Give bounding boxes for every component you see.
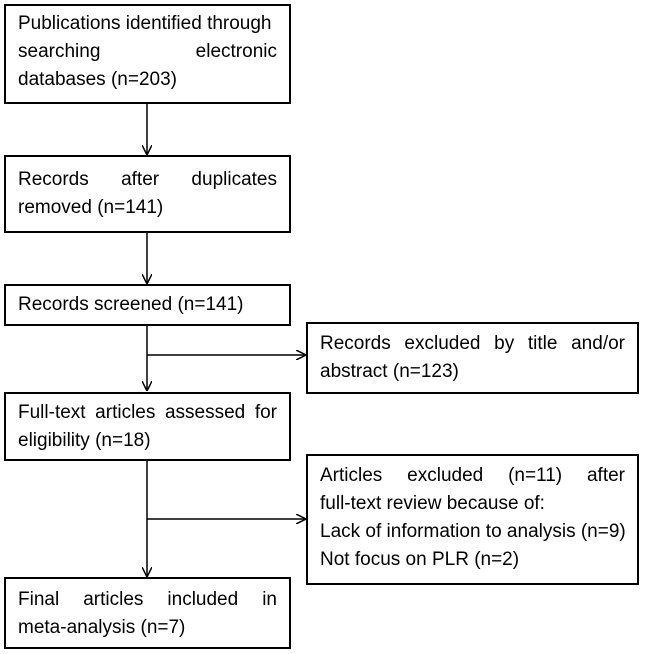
- box-publications-identified: Publications identified through searchin…: [4, 4, 291, 104]
- box-records-screened: Records screened (n=141): [4, 284, 291, 326]
- box-line: searching electronic: [18, 41, 277, 62]
- box-records-after-duplicates: Records after duplicates removed (n=141): [4, 155, 291, 233]
- box-line: Full-text articles assessed for: [18, 402, 277, 423]
- box-line: Records after duplicates: [18, 169, 277, 190]
- box-final-articles-included: Final articles included in meta-analysis…: [4, 577, 291, 649]
- box-line: Articles excluded (n=11) after: [320, 465, 625, 486]
- box-line: eligibility (n=18): [18, 430, 151, 451]
- box-line: full-text review because of:: [320, 493, 545, 514]
- box-line: Not focus on PLR (n=2): [320, 549, 520, 570]
- box-line: Publications identified through: [18, 13, 272, 34]
- box-line: abstract (n=123): [320, 361, 459, 382]
- box-line: Lack of information to analysis (n=9): [320, 521, 626, 542]
- box-line: removed (n=141): [18, 197, 164, 218]
- box-records-excluded-title-abstract: Records excluded by title and/or abstrac…: [306, 322, 639, 394]
- box-line: meta-analysis (n=7): [18, 617, 186, 638]
- box-line: Records excluded by title and/or: [320, 333, 625, 354]
- box-fulltext-assessed: Full-text articles assessed for eligibil…: [4, 392, 291, 461]
- box-articles-excluded-fulltext: Articles excluded (n=11) after full-text…: [306, 454, 639, 585]
- box-line: databases (n=203): [18, 69, 177, 90]
- box-line: Final articles included in: [18, 589, 277, 610]
- box-line: Records screened (n=141): [18, 294, 244, 315]
